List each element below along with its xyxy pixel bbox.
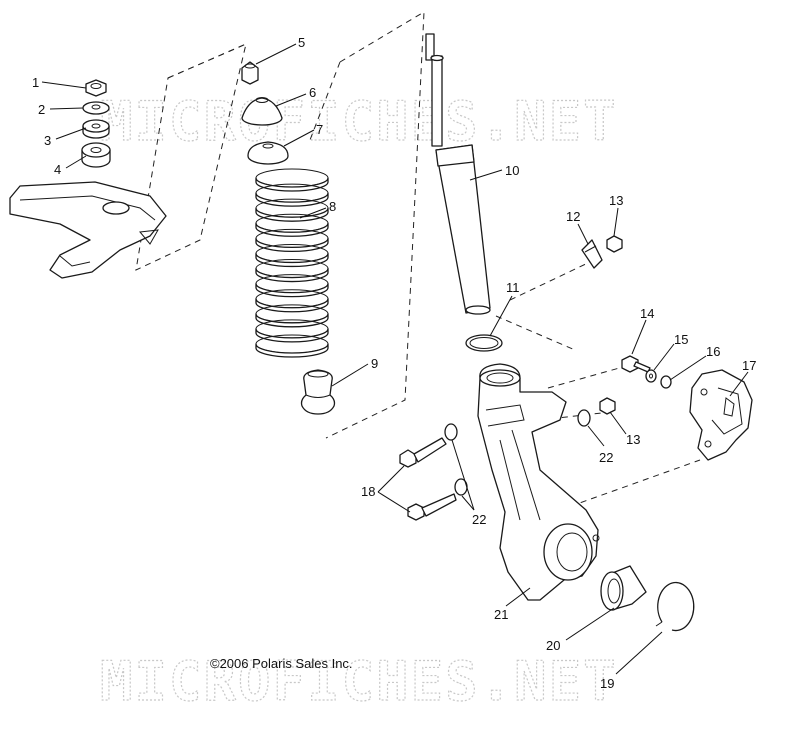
callout-22-left: 22 xyxy=(472,512,486,527)
copyright-notice: ©2006 Polaris Sales Inc. xyxy=(210,656,353,671)
callout-22-right: 22 xyxy=(599,450,613,465)
part-10-shock-absorber xyxy=(425,33,491,315)
watermark-bottom: MICROFICHES.NET xyxy=(100,650,618,713)
part-12-brake-line-clip xyxy=(581,239,603,269)
part-4-bushing xyxy=(81,142,111,168)
part-21-steering-knuckle xyxy=(477,363,600,601)
spring-coil xyxy=(255,343,329,358)
part-9-bump-stop xyxy=(300,369,336,415)
part-17-brake-caliper xyxy=(689,369,753,461)
callout-21: 21 xyxy=(494,607,508,622)
part-16-washer xyxy=(660,375,672,389)
spring-coil xyxy=(255,237,329,252)
part-22-washers xyxy=(444,409,591,496)
callout-13-lower: 13 xyxy=(626,432,640,447)
watermark-top: MICROFICHES.NET xyxy=(100,90,618,153)
callout-10: 10 xyxy=(505,163,519,178)
frame-mount-bracket xyxy=(9,181,167,279)
spring-coil xyxy=(255,313,329,328)
spring-coil xyxy=(255,222,329,237)
assembly-guide-lines xyxy=(135,11,701,511)
callout-2: 2 xyxy=(38,102,45,117)
part-15-washer xyxy=(645,369,657,383)
part-2-washer xyxy=(82,101,110,115)
callout-20: 20 xyxy=(546,638,560,653)
spring-coil xyxy=(255,298,329,313)
callout-11: 11 xyxy=(506,280,520,295)
callout-6: 6 xyxy=(309,85,316,100)
spring-coil xyxy=(255,328,329,343)
spring-coil xyxy=(255,177,329,192)
part-20-wheel-bearing xyxy=(600,565,647,611)
part-3-bushing xyxy=(82,119,110,139)
spring-coil xyxy=(255,207,329,222)
part-7-spring-cap xyxy=(247,141,289,165)
callout-3: 3 xyxy=(44,133,51,148)
spring-coil xyxy=(255,252,329,268)
callout-16: 16 xyxy=(706,344,720,359)
callout-18: 18 xyxy=(361,484,375,499)
part-11-o-ring xyxy=(465,334,503,352)
part-13-nut-upper xyxy=(606,235,623,253)
leader-lines xyxy=(41,43,749,675)
callout-14: 14 xyxy=(640,306,654,321)
callout-4: 4 xyxy=(54,162,61,177)
callout-17: 17 xyxy=(742,358,756,373)
part-8-coil-spring xyxy=(255,168,329,358)
spring-coil xyxy=(255,192,329,207)
callout-19: 19 xyxy=(600,676,614,691)
spring-coil xyxy=(255,282,329,298)
part-6-upper-spring-seat xyxy=(241,97,283,126)
part-19-snap-ring xyxy=(655,581,695,632)
callout-8: 8 xyxy=(329,199,336,214)
callout-labels: 1 2 3 4 5 6 7 8 9 10 11 12 13 13 14 15 1… xyxy=(32,35,756,691)
callout-9: 9 xyxy=(371,356,378,371)
spring-coil xyxy=(255,267,329,283)
part-13-nut-lower xyxy=(599,397,616,415)
part-1-nut xyxy=(85,79,107,97)
callout-15: 15 xyxy=(674,332,688,347)
callout-5: 5 xyxy=(298,35,305,50)
part-5-nut xyxy=(241,61,259,85)
callout-1: 1 xyxy=(32,75,39,90)
callout-12: 12 xyxy=(566,209,580,224)
part-14-bolt xyxy=(621,355,651,373)
callout-13-upper: 13 xyxy=(609,193,623,208)
part-18-bolts xyxy=(399,437,457,521)
callout-7: 7 xyxy=(316,122,323,137)
